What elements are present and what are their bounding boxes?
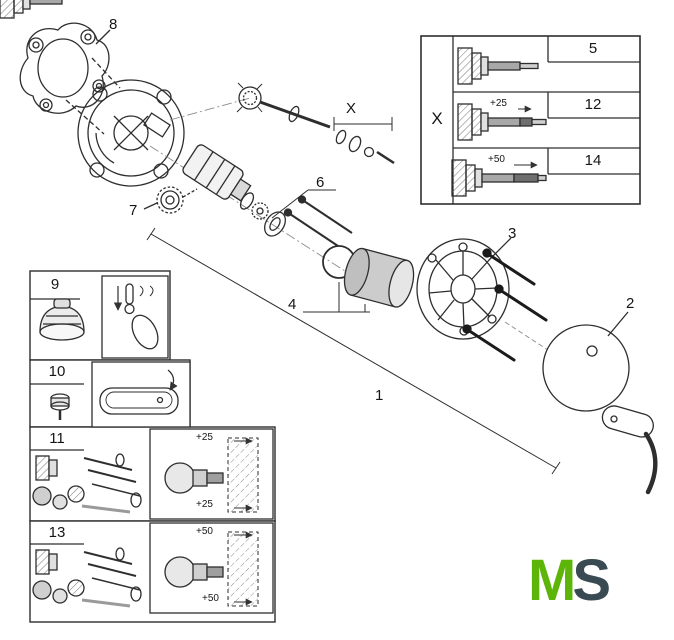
callout-part-3: 3 <box>508 225 517 242</box>
callout-part-7: 7 <box>129 202 138 219</box>
cartridge <box>182 144 252 202</box>
panel-11-offset-bottom: +25 <box>196 499 213 510</box>
parts-panel <box>30 270 276 623</box>
leader-dashed <box>504 321 549 351</box>
variant-offset-50: +50 <box>488 154 505 165</box>
panel-row-11-art <box>30 428 274 520</box>
panel-row-10-art <box>30 361 191 428</box>
ref-line-1 <box>146 227 561 475</box>
variant-box-x-label: X <box>431 109 443 128</box>
panel-row-number-10: 10 <box>48 363 66 380</box>
panel-row-number-9: 9 <box>50 276 60 293</box>
logo-letter-m: M <box>528 548 576 613</box>
lever-handle <box>601 405 658 495</box>
mounting-screws <box>462 248 548 362</box>
panel-13-offset-bottom: +50 <box>202 593 219 604</box>
logo-letter-s: S <box>572 548 611 613</box>
leader-dashed <box>65 99 105 135</box>
gasket-part-8 <box>19 22 111 114</box>
callout-part-8: 8 <box>109 16 118 33</box>
callout-dimension-x: X <box>346 100 357 117</box>
panel-row-9-art <box>30 275 169 359</box>
panel-row-number-13: 13 <box>48 524 66 541</box>
callout-part-4: 4 <box>288 296 297 313</box>
ms-logo: MS <box>528 552 611 610</box>
variant-row-number-12: 12 <box>584 96 602 113</box>
dimension-x-lines <box>333 117 393 131</box>
callout-6-leader <box>271 189 336 219</box>
callout-part-6: 6 <box>316 174 325 191</box>
variant-row-number-5: 5 <box>588 40 598 57</box>
callout-4-leader <box>303 282 370 313</box>
spindle-x <box>236 82 395 165</box>
variant-offset-25: +25 <box>490 98 507 109</box>
knob-part-7 <box>143 186 198 214</box>
sleeve <box>343 247 415 308</box>
variant-row-number-14: 14 <box>584 152 602 169</box>
panel-11-offset-top: +25 <box>196 432 213 443</box>
callout-part-2: 2 <box>626 295 635 312</box>
panel-row-number-11: 11 <box>49 430 65 447</box>
center-axis <box>169 97 251 121</box>
valve-body <box>77 79 185 187</box>
center-axis <box>149 145 363 283</box>
variant-box <box>0 0 641 205</box>
leader-dashed <box>91 57 121 89</box>
panel-13-offset-top: +50 <box>196 526 213 537</box>
escutcheon-part-2 <box>542 311 630 412</box>
callout-part-1: 1 <box>375 387 384 404</box>
washers-part-6 <box>239 192 353 247</box>
